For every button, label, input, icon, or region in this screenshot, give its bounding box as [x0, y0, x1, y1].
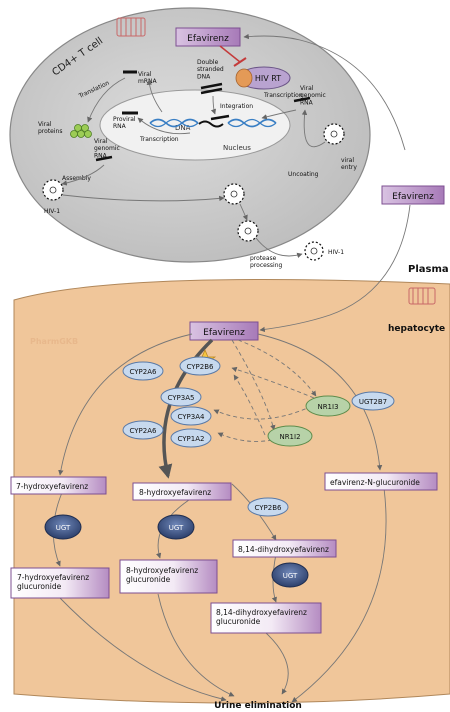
- ugt2b7-node[interactable]: [351, 391, 395, 411]
- pharmgkb-watermark: PharmGKB: [30, 337, 78, 346]
- inhibition-bar: [233, 57, 247, 67]
- membrane-channel-icon: [116, 17, 146, 37]
- hydroxy8-label: 8-hydroxyefavirenz: [139, 488, 211, 497]
- hydroxy7-box[interactable]: [10, 476, 107, 495]
- cell-arrows: [61, 33, 406, 258]
- transcription-right-label: Transcription: [263, 92, 303, 99]
- cyp2b6-low-label: CYP2B6: [255, 504, 283, 512]
- viral-proteins-icon: [70, 124, 92, 138]
- efavirenz-label-cell: Efavirenz: [187, 34, 229, 44]
- viral-genomic-rna-right-strand: [293, 96, 311, 103]
- hiv1-particle-membrane: [223, 183, 245, 205]
- cyp2b6-top-node[interactable]: [179, 356, 221, 376]
- assembly-label: Assembly: [62, 175, 91, 182]
- ugt-label-2: UGT: [169, 524, 184, 532]
- ugt2b7-label: UGT2B7: [359, 398, 387, 406]
- efavirenz-box-hepatocyte[interactable]: [189, 321, 259, 341]
- nr1i3-node[interactable]: [305, 395, 351, 417]
- hiv1-particle-entry: [323, 123, 345, 145]
- integrated-dna-strand: [210, 114, 230, 121]
- cyp2a6-mid-node[interactable]: [122, 420, 164, 440]
- gluc814-box[interactable]: [210, 602, 322, 634]
- inhibition-line: [219, 45, 241, 63]
- gluc8-box[interactable]: [119, 559, 218, 594]
- hiv-rt-label: HIV RT: [255, 74, 281, 83]
- efavirenz-label-plasma: Efavirenz: [392, 192, 434, 202]
- double-stranded-dna-strand: [200, 82, 223, 95]
- hydroxy7-label: 7-hydroxyefavirenz: [16, 482, 88, 491]
- hepatocyte-channel-icon: [408, 287, 436, 305]
- cyp2a6-top-label: CYP2A6: [130, 368, 158, 376]
- hydroxy8-box[interactable]: [132, 482, 232, 501]
- cyp3a4-label: CYP3A4: [178, 413, 206, 421]
- ugt-node-2[interactable]: [157, 514, 195, 540]
- dna-helix-left: [149, 118, 199, 128]
- provirus-segment: [198, 120, 224, 128]
- nucleus-label: Nucleus: [223, 144, 251, 152]
- cyp3a5-node[interactable]: [160, 387, 202, 407]
- cyp3a5-label: CYP3A5: [168, 394, 195, 402]
- urine-elimination-label: Urine elimination: [214, 701, 302, 711]
- glucuronide-n-label: efavirenz-N-glucuronide: [330, 478, 420, 487]
- dna-helix-right-b: [227, 118, 277, 128]
- nr1i3-label: NR1I3: [317, 403, 338, 411]
- cyp1a2-node[interactable]: [170, 428, 212, 448]
- hiv1-particle-left: [42, 179, 64, 201]
- regulation-arrows: [213, 339, 317, 442]
- transcription-inner-label: Transcription: [139, 136, 179, 143]
- dihydroxy-box[interactable]: [232, 539, 337, 558]
- ugt-node-3[interactable]: [271, 562, 309, 588]
- hiv-rt-accent: [235, 68, 253, 88]
- dna-helix-left-b: [149, 118, 199, 128]
- integration-label: Integration: [220, 103, 253, 110]
- dna-label: DNA: [175, 124, 191, 132]
- plasma-label: Plasma: [408, 264, 449, 275]
- cyp2a6-top-node[interactable]: [122, 361, 164, 381]
- viral-genomic-rna-left-strand: [95, 155, 113, 162]
- cyp2b6-top-label: CYP2B6: [187, 363, 215, 371]
- cyp1a2-label: CYP1A2: [178, 435, 205, 443]
- hiv1-particle-mature: [304, 241, 324, 261]
- ugt-label-1: UGT: [56, 524, 71, 532]
- efavirenz-box-plasma[interactable]: [381, 185, 445, 205]
- nr1i2-node[interactable]: [267, 425, 313, 447]
- ugt-label-3: UGT: [283, 572, 298, 580]
- gluc7-box[interactable]: [10, 567, 110, 599]
- hepatocyte-label: hepatocyte: [388, 324, 445, 334]
- cyp2b6-low-node[interactable]: [247, 497, 289, 517]
- glucuronide-n-box[interactable]: [324, 472, 438, 491]
- dna-helix-right: [227, 118, 277, 128]
- hiv1-right-label: HIV-1: [328, 249, 344, 256]
- metabolism-arrows: [52, 333, 387, 703]
- ugt-node-1[interactable]: [44, 514, 82, 540]
- dihydroxy-label: 8,14-dihydroxyefavirenz: [238, 545, 329, 554]
- plasma-to-hepatocyte-arrow: [259, 204, 411, 333]
- uncoating-label: Uncoating: [288, 171, 319, 178]
- efavirenz-box-cell[interactable]: [175, 27, 241, 47]
- hiv1-particle-bud: [237, 220, 259, 242]
- cyp2a6-mid-label: CYP2A6: [130, 427, 158, 435]
- efavirenz-label-hepatocyte: Efavirenz: [203, 328, 245, 338]
- hepatocyte-region: [13, 279, 450, 704]
- hiv1-left-label: HIV-1: [44, 208, 60, 215]
- cyp3a4-node[interactable]: [170, 406, 212, 426]
- nr1i2-label: NR1I2: [279, 433, 300, 441]
